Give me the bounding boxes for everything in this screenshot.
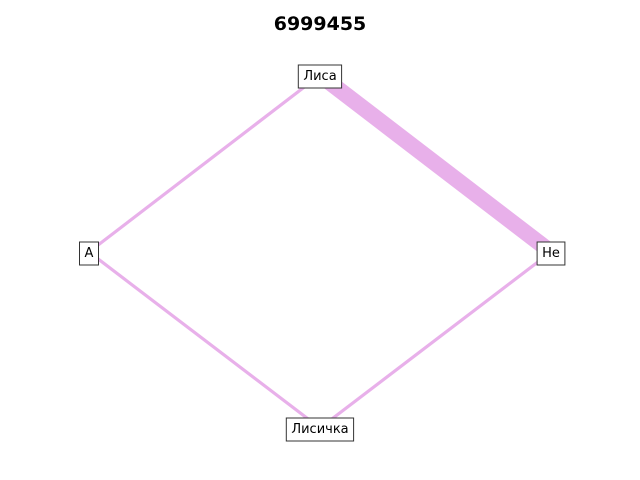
- node-label: Лисичка: [291, 422, 348, 437]
- node-label: А: [85, 246, 94, 261]
- diagram-title: 6999455: [274, 13, 367, 35]
- node-a: А: [79, 241, 99, 266]
- node-label: Лиса: [303, 69, 336, 84]
- edge-fox-a: [88, 73, 321, 254]
- edge-fox-ne: [315, 68, 556, 259]
- node-box: [536, 241, 566, 266]
- node-box: [297, 64, 343, 89]
- node-label: Не: [542, 246, 560, 261]
- node-vixen: Лисичка: [285, 417, 355, 442]
- edge-layer: [88, 68, 556, 430]
- edge-vixen-ne: [319, 250, 552, 430]
- node-box: [285, 417, 355, 442]
- node-ne: Не: [536, 241, 566, 266]
- node-fox: Лиса: [297, 64, 343, 89]
- node-box: [79, 241, 99, 266]
- edge-a-vixen: [88, 250, 321, 430]
